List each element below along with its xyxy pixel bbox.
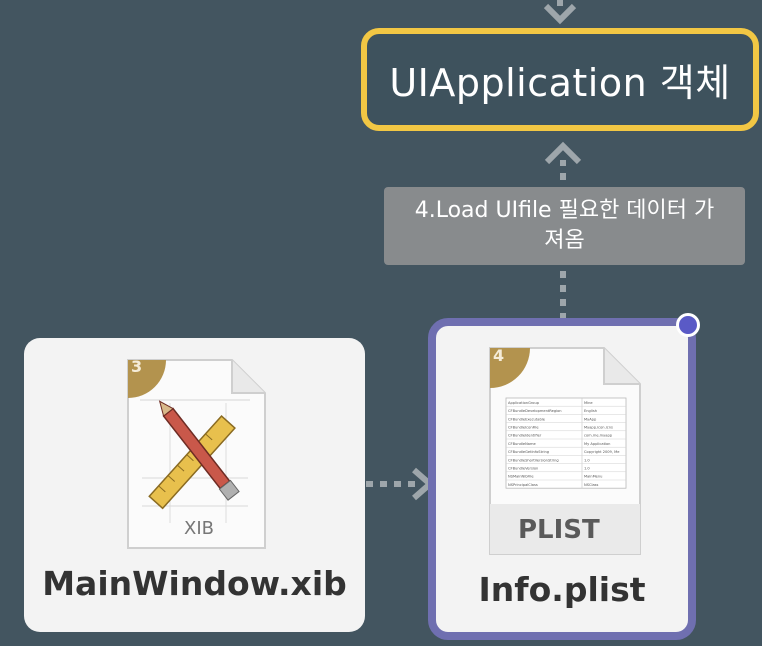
plist-table-key: CFBundleIconFile — [508, 426, 539, 430]
plist-document-icon: 4 ApplicationGroup MineCFBundleDevelopmen… — [489, 346, 641, 555]
xib-to-plist-arrow[interactable] — [366, 467, 435, 501]
plist-table-value: com.me.myapp — [584, 434, 613, 438]
plist-table-value: My Application — [584, 442, 610, 446]
plist-table-frame — [505, 397, 627, 489]
selection-handle-icon[interactable] — [676, 313, 700, 337]
svg-text:3: 3 — [131, 358, 142, 376]
plist-table-key: CFBundleDevelopmentRegion — [508, 409, 562, 413]
plist-table-key: CFBundleVersion — [508, 467, 538, 471]
xib-document-icon: 3 XIB — [127, 358, 266, 549]
plist-table-key: CFBundleShortVersionString — [508, 458, 559, 462]
plist-table-key: ApplicationGroup — [508, 401, 540, 405]
plist-icon-text: PLIST — [518, 515, 600, 545]
badge-icon: 3 — [128, 358, 166, 398]
uiapplication-label: UIApplication 객체 — [389, 61, 731, 105]
plist-table-value: 1.0 — [584, 458, 590, 462]
svg-text:4: 4 — [493, 346, 504, 365]
plist-table-key: NSMainNibFile — [508, 475, 534, 479]
plist-table-value: Mine — [584, 401, 593, 405]
plist-table-key: CFBundleIdentifier — [508, 434, 542, 438]
plist-table-value: 1.0 — [584, 467, 590, 471]
uiapplication-node[interactable]: UIApplication 객체 — [361, 28, 759, 131]
plist-table-value: Copyright 2009, Me — [584, 450, 620, 454]
plist-table-value: MyApp — [584, 417, 597, 421]
mainwindow-node[interactable]: 3 XIB MainWindow.xib — [24, 338, 365, 632]
plist-table-value: NSClass — [584, 483, 599, 487]
infoplist-label: Info.plist — [478, 570, 646, 609]
load-ui-arrow[interactable] — [544, 141, 582, 320]
plist-table-key: CFBundleGetInfoString — [508, 450, 549, 454]
plist-table-key: CFBundleExecutable — [508, 417, 546, 421]
plist-table: ApplicationGroup MineCFBundleDevelopmentR… — [505, 397, 627, 489]
plist-table-value: English — [584, 409, 597, 413]
arrow-into-uiapplication — [543, 0, 577, 25]
load-note-line1: 4.Load UIfile 필요한 데이터 가 — [414, 198, 715, 223]
plist-table-key: CFBundleName — [508, 442, 536, 446]
load-note-line2: 져옴 — [544, 228, 585, 253]
plist-table-value: Myapp.icon.icns — [584, 426, 613, 430]
plist-table-value: MainMenu — [584, 475, 602, 479]
xib-icon-text: XIB — [184, 518, 214, 539]
plist-table-key: NSPrincipalClass — [508, 483, 538, 487]
mainwindow-label: MainWindow.xib — [42, 564, 347, 603]
badge-icon: 4 — [490, 346, 530, 388]
load-note: 4.Load UIfile 필요한 데이터 가 져옴 — [384, 187, 745, 265]
